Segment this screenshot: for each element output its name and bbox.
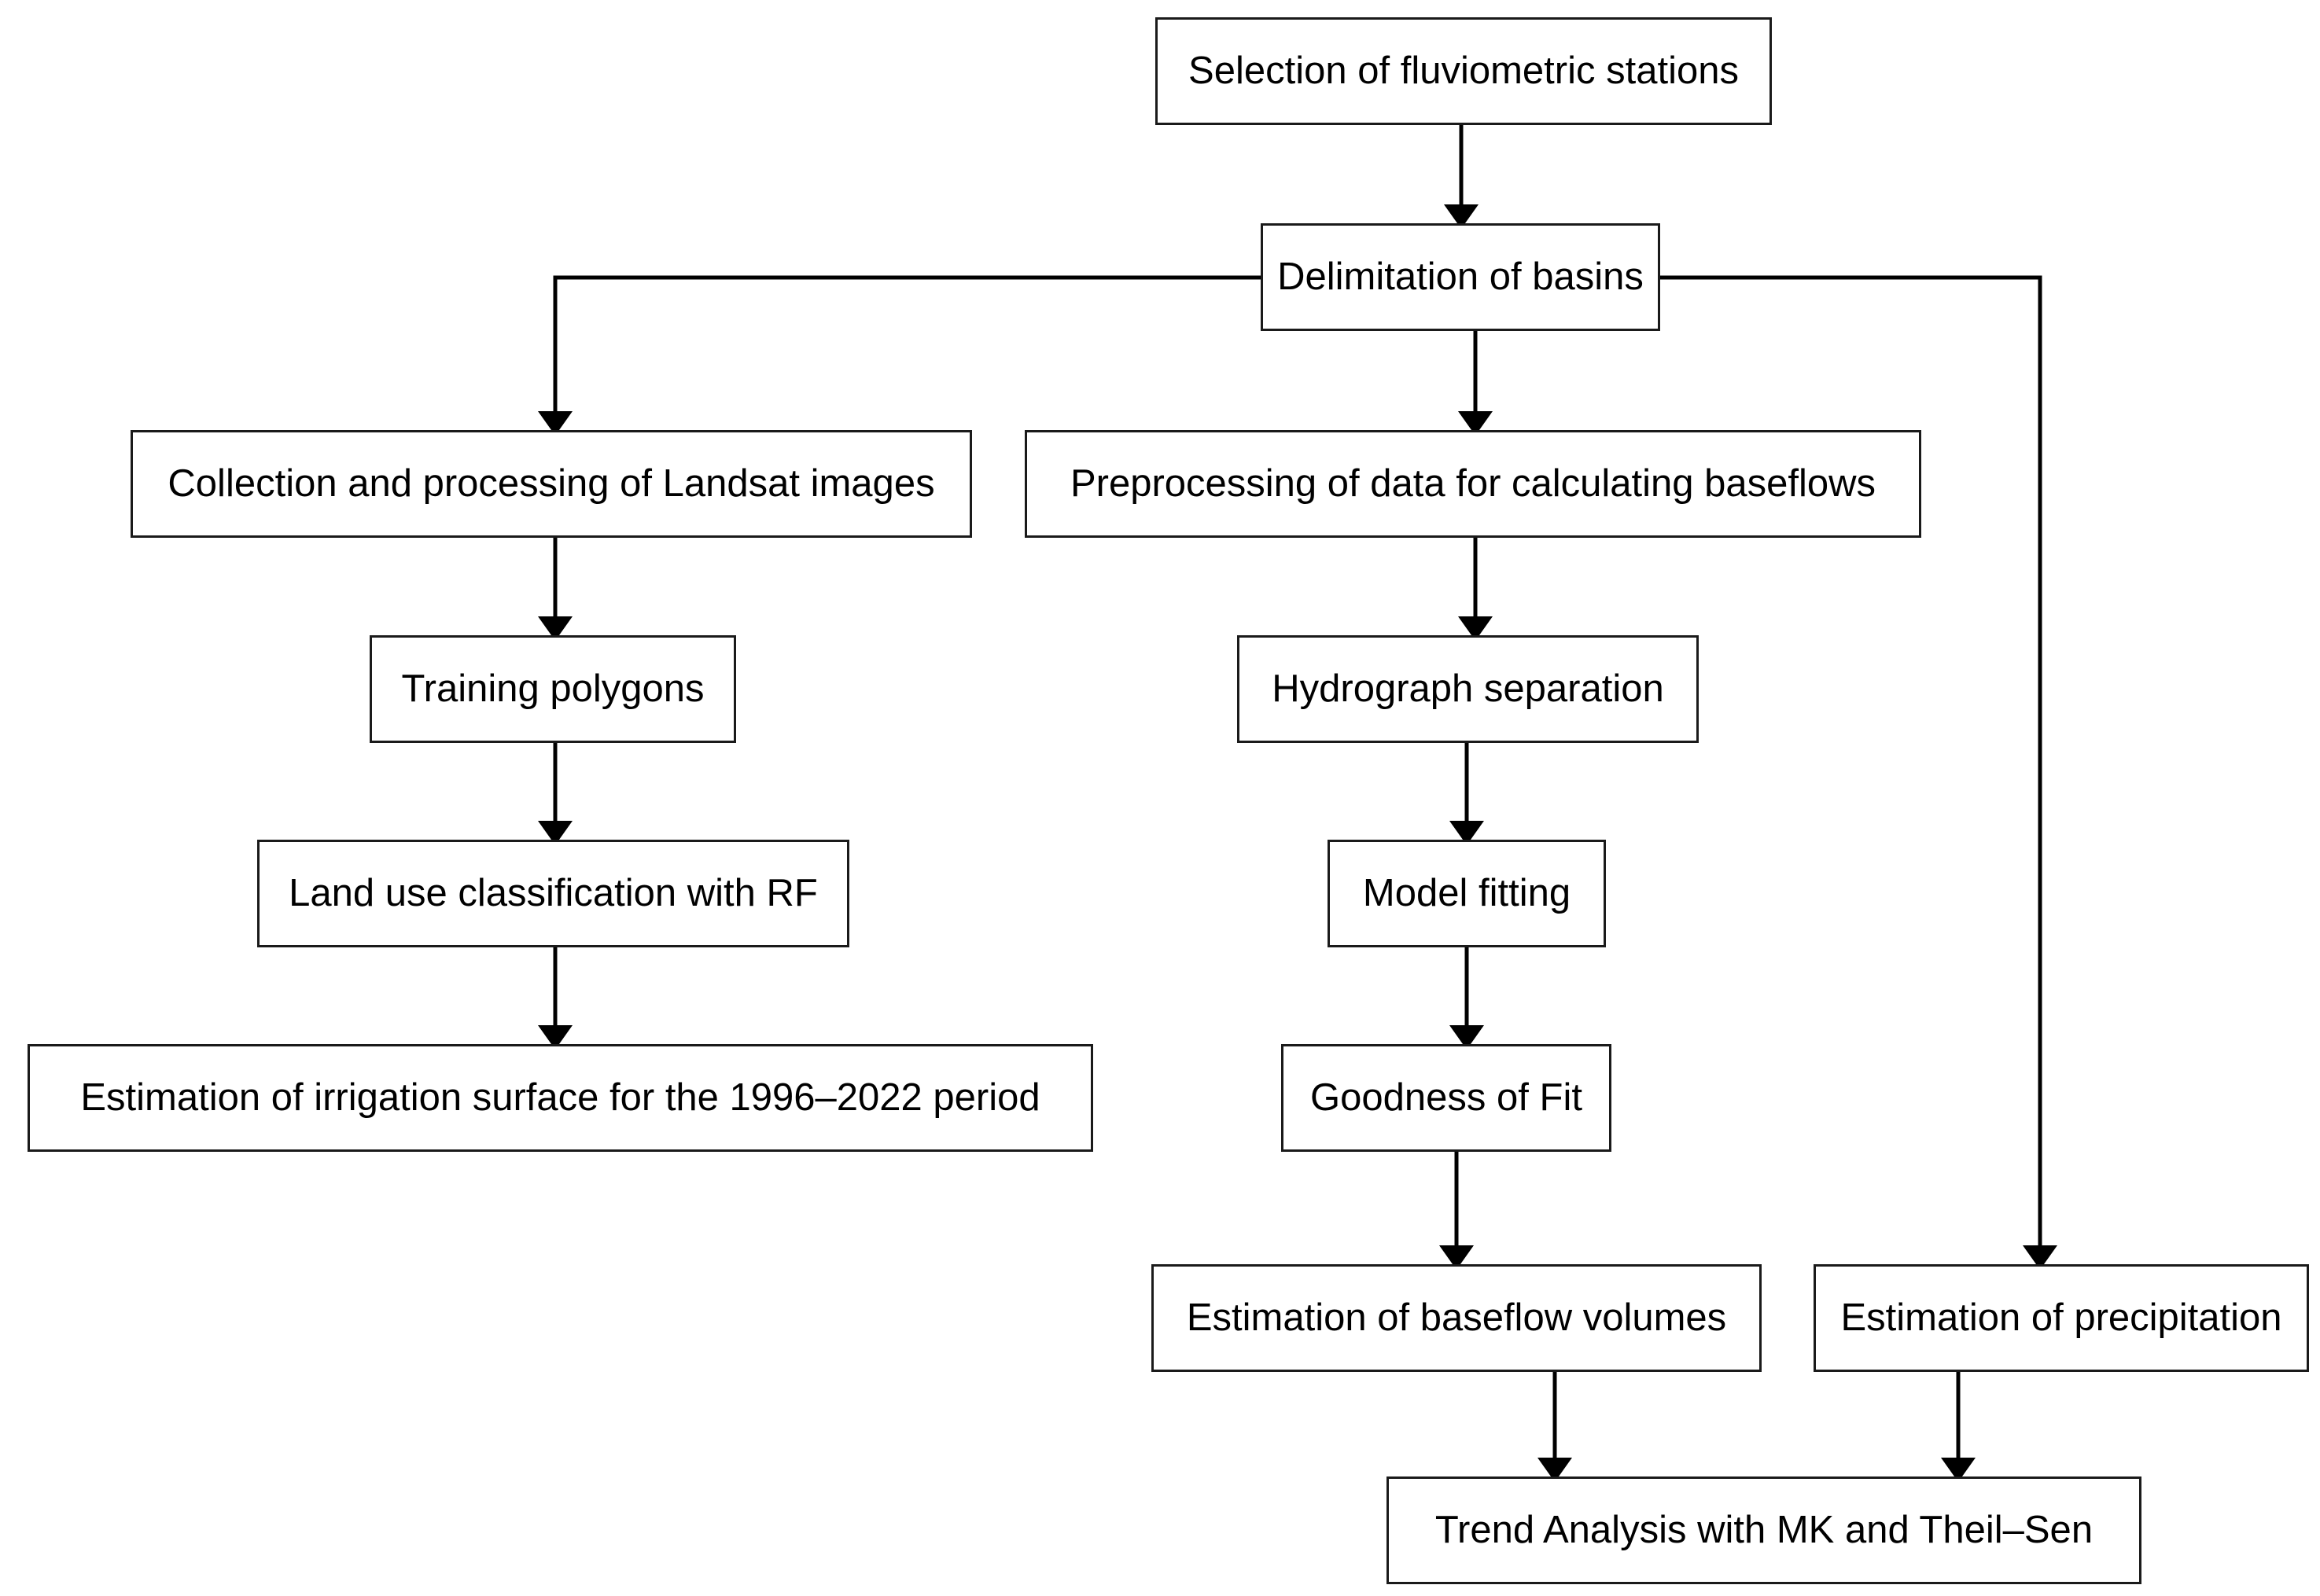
node-label: Collection and processing of Landsat ima… bbox=[168, 462, 935, 505]
node-selection-of-fluviometric-stations[interactable]: Selection of fluviometric stations bbox=[1155, 17, 1772, 125]
node-preprocessing-of-data-for-calculating-baseflows[interactable]: Preprocessing of data for calculating ba… bbox=[1025, 430, 1921, 538]
node-hydrograph-separation[interactable]: Hydrograph separation bbox=[1237, 635, 1699, 743]
node-label: Delimitation of basins bbox=[1277, 255, 1644, 298]
node-label: Estimation of irrigation surface for the… bbox=[80, 1076, 1040, 1119]
node-label: Land use classification with RF bbox=[289, 871, 818, 914]
node-label: Estimation of precipitation bbox=[1840, 1296, 2282, 1339]
node-training-polygons[interactable]: Training polygons bbox=[370, 635, 736, 743]
node-label: Preprocessing of data for calculating ba… bbox=[1070, 462, 1876, 505]
node-trend-analysis-with-mk-and-theil-sen[interactable]: Trend Analysis with MK and Theil–Sen bbox=[1386, 1476, 2141, 1584]
node-label: Training polygons bbox=[401, 667, 705, 710]
node-label: Estimation of baseflow volumes bbox=[1186, 1296, 1727, 1339]
node-estimation-of-irrigation-surface[interactable]: Estimation of irrigation surface for the… bbox=[28, 1044, 1093, 1152]
node-model-fitting[interactable]: Model fitting bbox=[1328, 840, 1606, 947]
node-label: Selection of fluviometric stations bbox=[1188, 49, 1739, 92]
node-label: Trend Analysis with MK and Theil–Sen bbox=[1434, 1508, 2094, 1551]
node-collection-and-processing-of-landsat-images[interactable]: Collection and processing of Landsat ima… bbox=[131, 430, 972, 538]
node-estimation-of-precipitation[interactable]: Estimation of precipitation bbox=[1814, 1264, 2309, 1372]
edge-delimitation-to-precipitation bbox=[1660, 275, 2057, 1270]
node-delimitation-of-basins[interactable]: Delimitation of basins bbox=[1261, 223, 1660, 331]
node-label: Model fitting bbox=[1362, 871, 1571, 914]
node-estimation-of-baseflow-volumes[interactable]: Estimation of baseflow volumes bbox=[1151, 1264, 1762, 1372]
node-land-use-classification-with-rf[interactable]: Land use classification with RF bbox=[257, 840, 849, 947]
node-label: Hydrograph separation bbox=[1272, 667, 1664, 710]
node-goodness-of-fit[interactable]: Goodness of Fit bbox=[1281, 1044, 1611, 1152]
edge-delimitation-to-landsat bbox=[538, 275, 1261, 436]
node-label: Goodness of Fit bbox=[1310, 1076, 1582, 1119]
